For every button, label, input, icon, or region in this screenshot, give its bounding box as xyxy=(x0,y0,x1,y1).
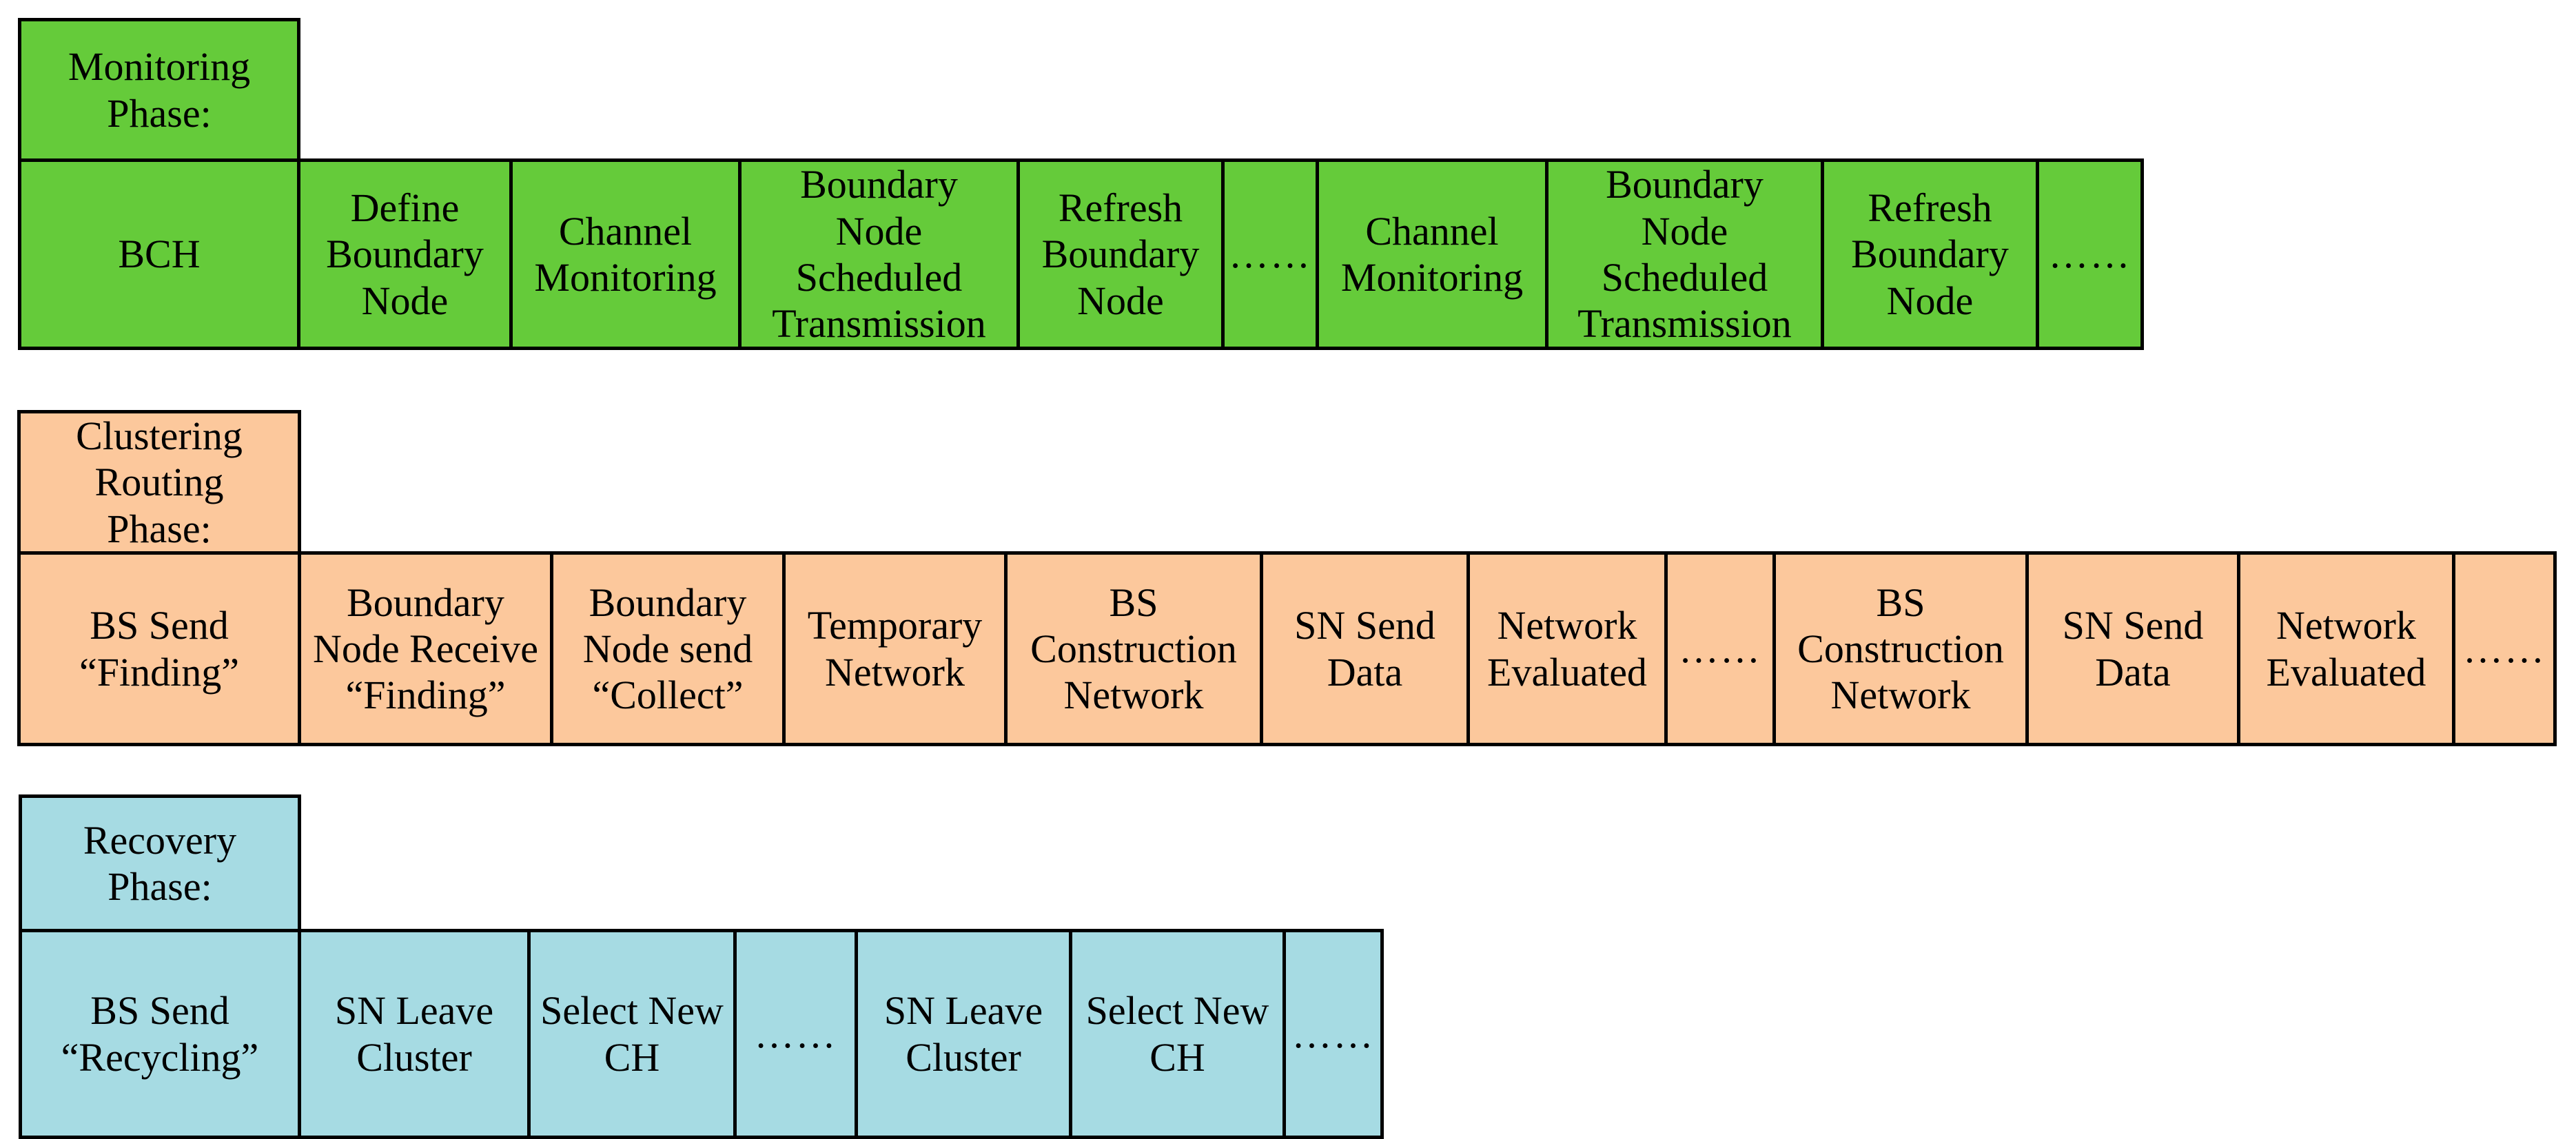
phase-label-recovery: Recovery Phase: xyxy=(19,794,301,932)
timeline-cell: Refresh Boundary Node xyxy=(1016,158,1225,350)
ellipsis-cell: …… xyxy=(733,929,858,1139)
timeline-cell: Boundary Node Scheduled Transmission xyxy=(1545,158,1824,350)
timeline-cell: BS Construction Network xyxy=(1772,551,2029,746)
timeline-cell: Select New CH xyxy=(1069,929,1286,1139)
phase-label-clustering-routing: Clustering Routing Phase: xyxy=(17,410,301,555)
timeline-cell: Network Evaluated xyxy=(1466,551,1668,746)
ellipsis-cell: …… xyxy=(1664,551,1776,746)
timeline-cell: Temporary Network xyxy=(782,551,1008,746)
timeline-cell: BCH xyxy=(18,158,300,350)
ellipsis-cell: …… xyxy=(1221,158,1319,350)
timeline-cell: Boundary Node Scheduled Transmission xyxy=(738,158,1020,350)
timeline-cell: Channel Monitoring xyxy=(509,158,742,350)
timeline-cell: Define Boundary Node xyxy=(297,158,513,350)
timeline-cell: Network Evaluated xyxy=(2237,551,2455,746)
timeline-cell: SN Send Data xyxy=(1260,551,1470,746)
ellipsis-cell: …… xyxy=(2452,551,2557,746)
ellipsis-cell: …… xyxy=(1282,929,1384,1139)
timeline-cell: Select New CH xyxy=(527,929,737,1139)
phase-row-clustering-routing: BS Send “Finding”Boundary Node Receive “… xyxy=(17,551,2557,746)
timeline-cell: BS Send “Finding” xyxy=(17,551,301,746)
timeline-cell: BS Send “Recycling” xyxy=(19,929,301,1139)
timeline-cell: BS Construction Network xyxy=(1004,551,1263,746)
ellipsis-cell: …… xyxy=(2036,158,2144,350)
timeline-cell: SN Send Data xyxy=(2025,551,2240,746)
timeline-cell: Boundary Node Receive “Finding” xyxy=(298,551,553,746)
timeline-cell: Refresh Boundary Node xyxy=(1821,158,2039,350)
timeline-cell: Channel Monitoring xyxy=(1316,158,1548,350)
timeline-cell: SN Leave Cluster xyxy=(298,929,531,1139)
timeline-cell: SN Leave Cluster xyxy=(855,929,1072,1139)
phase-label-monitoring: Monitoring Phase: xyxy=(18,18,300,162)
timeline-cell: Boundary Node send “Collect” xyxy=(550,551,786,746)
